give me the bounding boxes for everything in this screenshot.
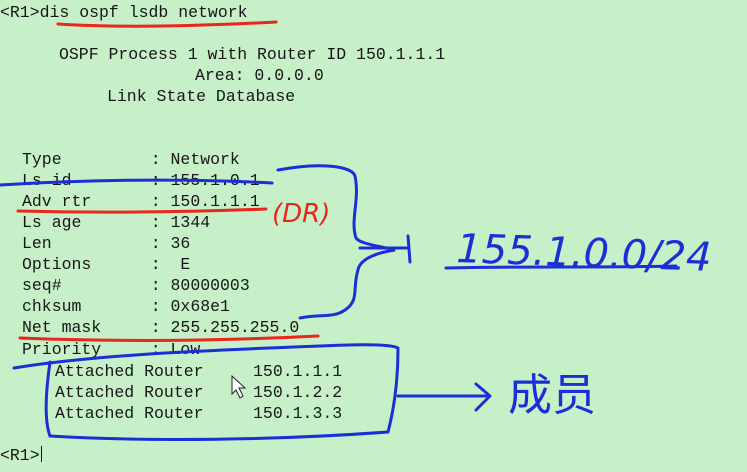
lsdb-header: Link State Database bbox=[107, 87, 296, 106]
prompt-line[interactable]: <R1> bbox=[0, 446, 42, 466]
attached-router-3: Attached Router 150.1.3.3 bbox=[55, 404, 343, 423]
dr-note: (DR) bbox=[272, 199, 330, 229]
blue-underline-network-note bbox=[444, 264, 678, 270]
field-net-mask: Net mask : 255.255.255.0 bbox=[22, 318, 300, 337]
field-type: Type : Network bbox=[22, 150, 240, 169]
blue-arrow-member bbox=[396, 382, 492, 412]
command-line: <R1>dis ospf lsdb network bbox=[0, 3, 248, 22]
prompt: <R1> bbox=[0, 446, 40, 465]
field-ls-id: Ls id : 155.1.0.1 bbox=[22, 171, 260, 190]
area-header: Area: 0.0.0.0 bbox=[195, 66, 324, 85]
field-options: Options : E bbox=[22, 255, 191, 274]
field-ls-age: Ls age : 1344 bbox=[22, 213, 211, 232]
field-seq: seq# : 80000003 bbox=[22, 276, 250, 295]
ospf-process-header: OSPF Process 1 with Router ID 150.1.1.1 bbox=[59, 45, 446, 64]
attached-router-2: Attached Router 150.1.2.2 bbox=[55, 383, 343, 402]
field-len: Len : 36 bbox=[22, 234, 191, 253]
text-cursor bbox=[40, 446, 42, 462]
network-note: 155.1.0.0/24 bbox=[456, 226, 713, 281]
attached-router-1: Attached Router 150.1.1.1 bbox=[55, 362, 343, 381]
field-priority: Priority : Low bbox=[22, 340, 201, 359]
member-note: 成员 bbox=[508, 370, 596, 421]
blue-brace bbox=[276, 164, 396, 320]
blue-arrow-network bbox=[358, 234, 412, 264]
field-adv-rtr: Adv rtr : 150.1.1.1 bbox=[22, 192, 260, 211]
field-chksum: chksum : 0x68e1 bbox=[22, 297, 230, 316]
